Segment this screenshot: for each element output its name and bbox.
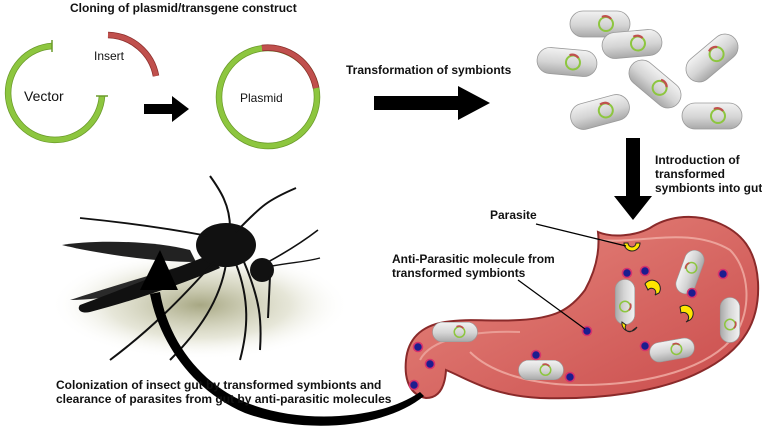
arrow-right-1	[144, 96, 189, 122]
parasite-pointer	[535, 223, 627, 247]
symbiont-cluster	[534, 9, 745, 134]
vector-label: Vector	[24, 88, 64, 104]
insert-segment	[107, 31, 160, 77]
molecule-pointer	[517, 279, 586, 330]
mosquito-illustration	[50, 175, 350, 361]
colonization-label: Colonization of insect gut by transforme…	[56, 378, 392, 406]
introduction-label: Introduction of transformed symbionts in…	[655, 153, 762, 195]
curved-arrow-to-mosquito	[140, 250, 424, 426]
vector-ring	[4, 40, 108, 144]
anti-parasitic-label: Anti-Parasitic molecule from transformed…	[392, 252, 555, 280]
cloning-title: Cloning of plasmid/transgene construct	[70, 1, 297, 15]
transformation-label: Transformation of symbionts	[346, 63, 512, 77]
arrow-down	[614, 138, 652, 220]
gut-illustration	[404, 215, 760, 400]
arrow-right-2	[374, 86, 490, 120]
parasite-label: Parasite	[490, 208, 537, 222]
insert-label: Insert	[94, 49, 125, 63]
plasmid-ring	[215, 44, 321, 150]
plasmid-label: Plasmid	[240, 91, 283, 105]
